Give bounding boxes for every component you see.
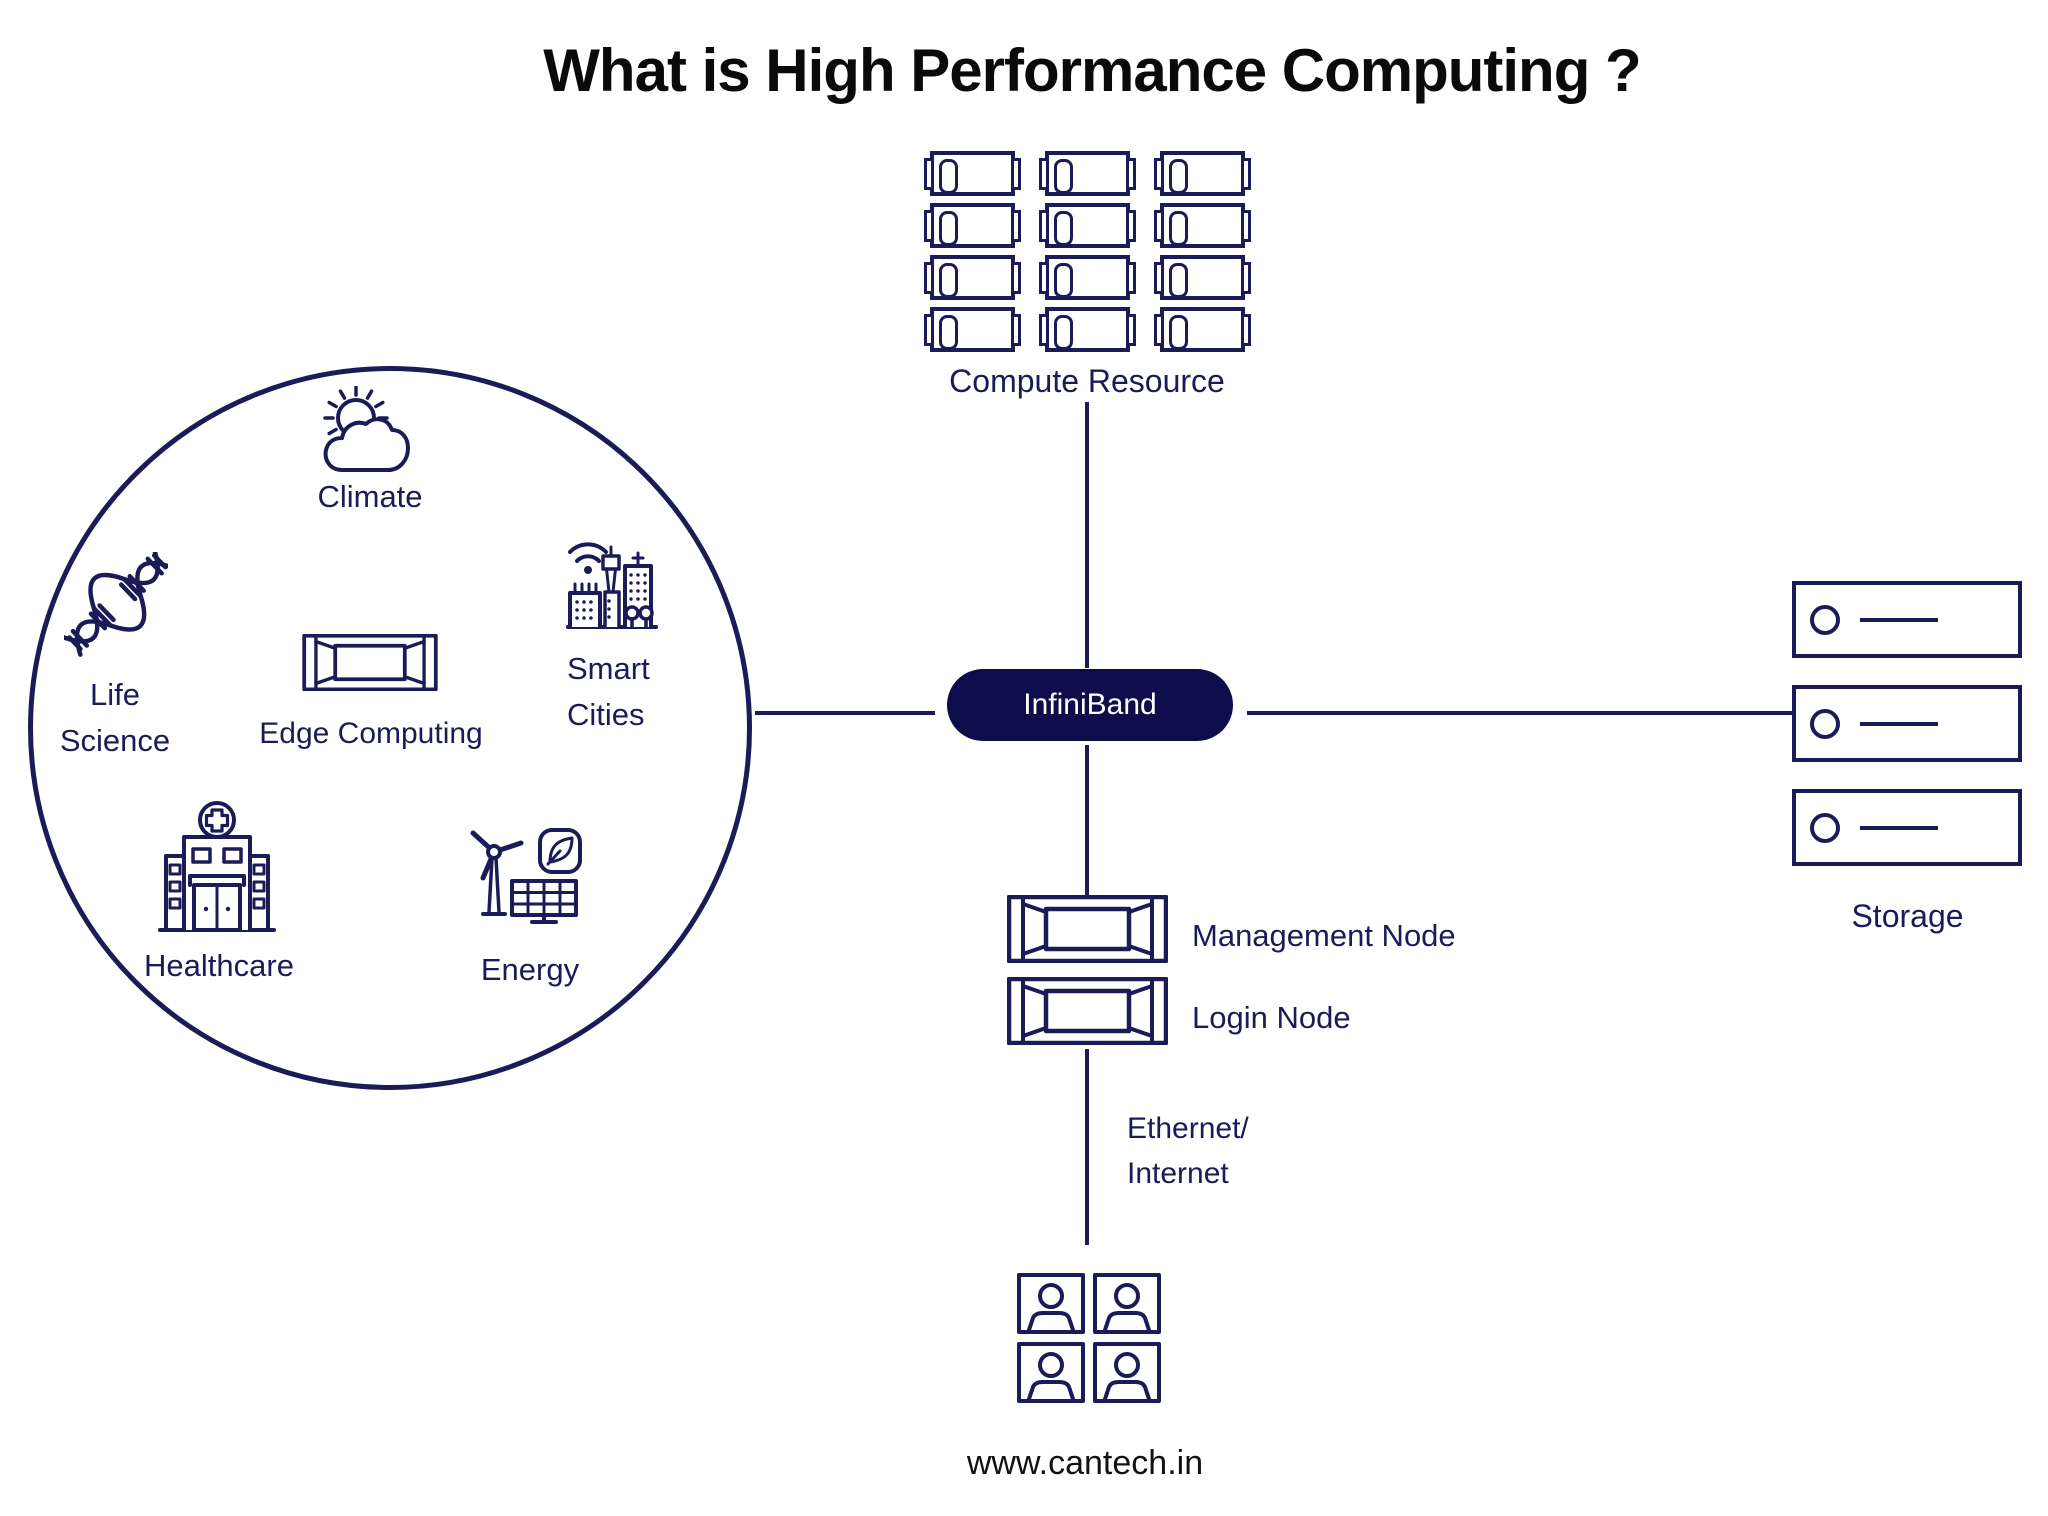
user-icon (1093, 1342, 1161, 1403)
compute-server-icon (1045, 203, 1130, 248)
life-science-label: Life Science (59, 677, 171, 758)
users-grid (1017, 1273, 1161, 1403)
ethernet-internet-label: Ethernet/ Internet (1127, 1112, 1249, 1190)
connector-login-users (1085, 1049, 1089, 1245)
climate-label: Climate (317, 479, 423, 514)
smart-cities-label: Smart Cities (567, 651, 650, 732)
login-node-icon (1007, 977, 1168, 1045)
server-slot (1054, 263, 1073, 298)
server-slot (939, 159, 958, 194)
connector-infiniband-management (1085, 745, 1089, 895)
compute-server-icon (1160, 151, 1245, 196)
hospital-icon (158, 801, 276, 932)
user-icon (1093, 1273, 1161, 1334)
applications-circle (28, 366, 752, 1090)
server-slot (1054, 211, 1073, 246)
server-slot (939, 315, 958, 350)
storage-drive-icon (1792, 789, 2022, 866)
storage-label: Storage (1851, 898, 1964, 934)
compute-server-icon (930, 203, 1015, 248)
compute-server-icon (1160, 203, 1245, 248)
sun-cloud-icon (323, 386, 410, 472)
wind-turbine-solar-icon (470, 828, 582, 924)
compute-resource-label: Compute Resource (949, 363, 1225, 399)
server-slot (939, 263, 958, 298)
user-icon (1017, 1273, 1085, 1334)
compute-server-icon (1045, 255, 1130, 300)
management-node-icon (1007, 895, 1168, 963)
server-slot (1169, 263, 1188, 298)
server-slot (1054, 315, 1073, 350)
compute-server-icon (930, 255, 1015, 300)
server-slot (939, 211, 958, 246)
edge-server-icon (302, 634, 438, 691)
server-slot (1169, 211, 1188, 246)
connector-compute-infiniband (1085, 402, 1089, 668)
compute-server-icon (1160, 307, 1245, 352)
server-slot (1169, 159, 1188, 194)
healthcare-label: Healthcare (144, 948, 294, 983)
connector-apps-infiniband (755, 711, 935, 715)
storage-array (1792, 581, 2022, 866)
edge-computing-label: Edge Computing (259, 717, 483, 750)
page-title: What is High Performance Computing ? (543, 37, 1641, 104)
compute-resource-grid (930, 151, 1245, 352)
compute-server-icon (930, 151, 1015, 196)
server-slot (1054, 159, 1073, 194)
energy-label: Energy (480, 952, 580, 987)
login-node-label: Login Node (1192, 1000, 1351, 1035)
infiniband-node: InfiniBand (947, 669, 1233, 741)
compute-server-icon (1045, 151, 1130, 196)
management-node-label: Management Node (1192, 918, 1456, 953)
infiniband-label: InfiniBand (1023, 688, 1157, 721)
connector-infiniband-storage (1247, 711, 1793, 715)
website-link[interactable]: www.cantech.in (966, 1444, 1204, 1482)
compute-server-icon (1045, 307, 1130, 352)
smart-city-icon (566, 542, 658, 629)
server-slot (1169, 315, 1188, 350)
storage-drive-icon (1792, 685, 2022, 762)
compute-server-icon (930, 307, 1015, 352)
compute-server-icon (1160, 255, 1245, 300)
user-icon (1017, 1342, 1085, 1403)
dna-icon (64, 552, 168, 657)
storage-drive-icon (1792, 581, 2022, 658)
